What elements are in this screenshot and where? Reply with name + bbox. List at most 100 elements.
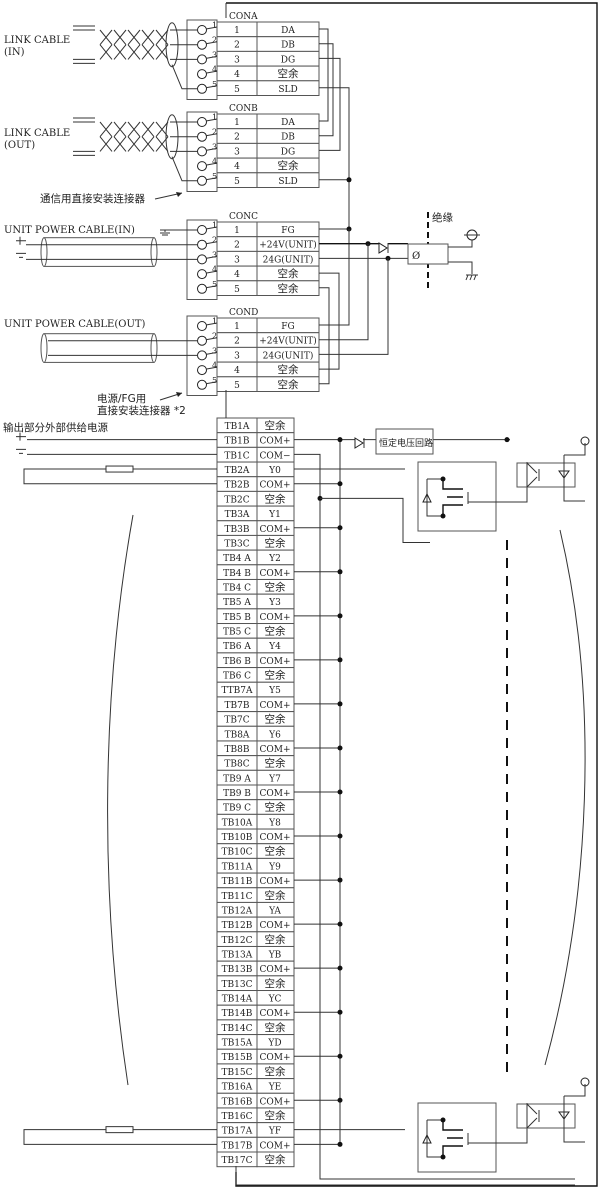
diode-icon — [354, 437, 364, 449]
link-cable-in-label-2: (IN) — [4, 47, 25, 58]
terminal-signal: 空余 — [265, 492, 286, 505]
twisted-pair-icon — [127, 29, 141, 46]
terminal-signal: COM+ — [259, 701, 290, 711]
junction-dot — [504, 437, 510, 443]
terminal-name: TB14C — [222, 1024, 253, 1034]
mosfet-icon — [442, 1120, 463, 1157]
constant-voltage-box — [375, 428, 434, 455]
pin-terminal-icon — [197, 25, 207, 35]
connector-pin-number: 5 — [234, 285, 240, 295]
terminal-name: TB15A — [222, 1039, 253, 1049]
pin-index: 2 — [212, 36, 217, 45]
output-terminal-icon — [580, 436, 590, 446]
terminal-name: TB8A — [225, 730, 250, 740]
terminal-signal: Y5 — [268, 686, 281, 696]
connector-pin-number: 3 — [234, 351, 240, 361]
battery-icon — [16, 432, 26, 454]
terminal-name: TB15C — [222, 1068, 253, 1078]
pin-lead — [205, 177, 218, 181]
omission-curve-right — [544, 529, 586, 1066]
junction-dot — [337, 1009, 343, 1015]
led-wire — [563, 443, 586, 502]
pin-index: 5 — [212, 80, 217, 89]
terminal-signal: COM+ — [259, 921, 290, 931]
pin-index: 5 — [212, 280, 217, 289]
terminal-name: TB5 C — [223, 628, 251, 638]
pin-terminal-icon — [197, 175, 207, 186]
connector-pin-number: 1 — [234, 322, 240, 332]
pin-index: 2 — [212, 236, 217, 245]
terminal-name: TB16C — [222, 1112, 253, 1122]
connector-pin-number: 2 — [234, 337, 240, 347]
terminal-name: TB11A — [222, 862, 253, 872]
battery-icon — [16, 236, 26, 258]
twisted-pair-icon — [127, 44, 141, 60]
connector-signal-name: FG — [281, 322, 294, 332]
comm-connector-label: 通信用直接安装连接器 — [40, 192, 145, 205]
junction-dot — [337, 1097, 343, 1103]
connector-signal-name: DG — [281, 55, 295, 65]
twisted-pair-icon — [127, 136, 141, 152]
junction-dot — [337, 569, 343, 575]
pin-terminal-icon — [197, 69, 207, 80]
junction-dot — [337, 745, 343, 751]
twisted-pair-icon — [113, 121, 127, 138]
photocoupler-icon — [516, 462, 576, 488]
pin-lead — [205, 285, 218, 289]
terminal-signal: Y7 — [268, 774, 281, 784]
constant-voltage-label: 恒定电压回路 — [379, 437, 433, 449]
terminal-signal: COM+ — [259, 569, 290, 579]
junction-dot — [337, 1053, 343, 1059]
terminal-signal: YF — [268, 1127, 281, 1137]
terminal-signal: COM+ — [259, 1009, 290, 1019]
connector-signal-name: 空余 — [278, 267, 299, 280]
pin-terminal-icon — [197, 39, 207, 50]
link-cable-in-label-1: LINK CABLE — [4, 35, 70, 46]
junction-dot — [337, 613, 343, 619]
terminal-signal: Y3 — [268, 598, 281, 608]
terminal-name: TB13B — [222, 965, 253, 975]
pin-terminal-icon — [197, 350, 207, 361]
terminal-name: TB4 C — [223, 583, 251, 593]
terminal-signal: 空余 — [265, 1109, 286, 1122]
pin-terminal-icon — [197, 146, 207, 157]
pin-lead — [205, 147, 218, 151]
zener-diode-icon — [422, 492, 432, 503]
junction-dot — [337, 525, 343, 531]
pin-lead — [205, 41, 218, 45]
terminal-signal: 空余 — [265, 669, 286, 682]
pin-lead — [205, 26, 218, 30]
twisted-pair-icon — [141, 29, 155, 46]
terminal-name: TB13A — [222, 950, 253, 960]
pin-lead — [205, 366, 218, 370]
terminal-signal: YB — [268, 950, 282, 960]
omission-curve-left — [107, 514, 134, 1086]
terminal-signal: COM+ — [259, 789, 290, 799]
terminal-name: TB10B — [222, 833, 253, 843]
terminal-name: TB11C — [222, 892, 253, 902]
terminal-signal: COM+ — [259, 1141, 290, 1151]
connector-signal-name: DA — [281, 26, 295, 36]
terminal-name: TB9 C — [223, 804, 251, 814]
connector-pin-number: 1 — [234, 226, 240, 236]
twisted-pair-icon — [127, 121, 141, 138]
pin-index: 1 — [212, 317, 217, 326]
twisted-pair-icon — [113, 44, 127, 60]
pin-lead — [205, 70, 218, 74]
terminal-name: TB8C — [224, 760, 249, 770]
pin-terminal-icon — [197, 321, 207, 331]
power-connector-label-1: 电源/FG用 — [97, 392, 146, 405]
pin-terminal-icon — [197, 254, 207, 265]
terminal-signal: 空余 — [265, 1153, 286, 1166]
terminal-name: TB1A — [225, 422, 250, 432]
terminal-name: TB5 A — [223, 598, 251, 608]
terminal-signal: 空余 — [265, 757, 286, 770]
load-resistor-icon — [105, 1126, 134, 1134]
terminal-signal: COM+ — [259, 525, 290, 535]
connector-signal-name: SLD — [278, 85, 297, 95]
terminal-signal: 空余 — [265, 1065, 286, 1078]
terminal-name: TB6 C — [223, 672, 251, 682]
connector-pin-number: 1 — [234, 26, 240, 36]
